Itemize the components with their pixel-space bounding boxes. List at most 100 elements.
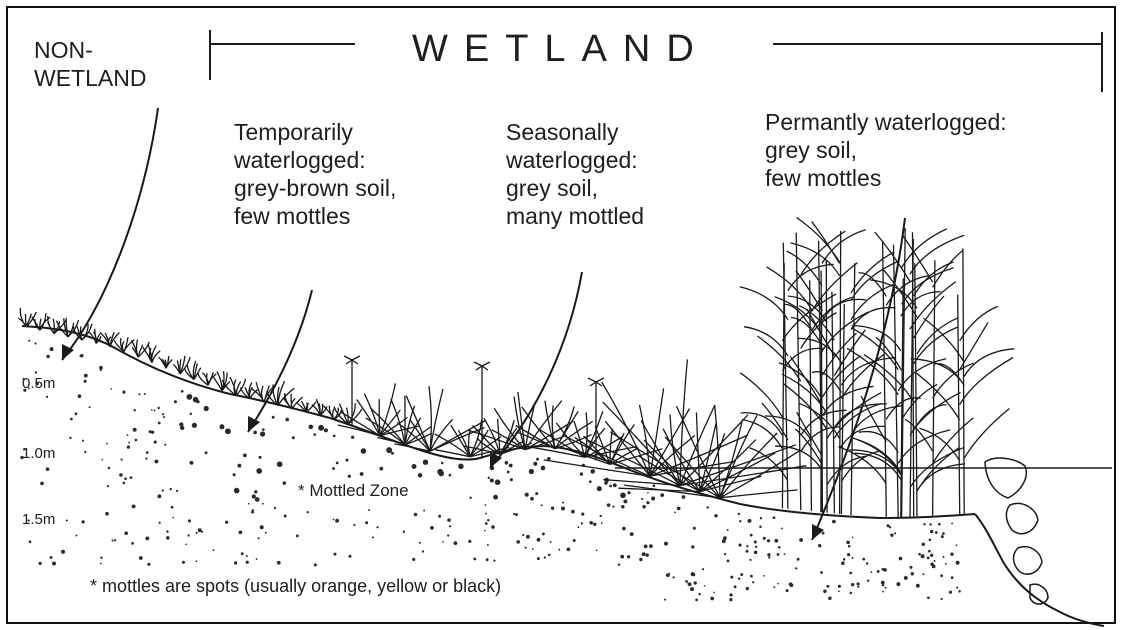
mottle-dot bbox=[739, 520, 741, 522]
mottle-dot bbox=[929, 539, 932, 542]
mottle-dot bbox=[942, 556, 944, 558]
mottle-dot bbox=[162, 413, 164, 415]
mottle-dot bbox=[843, 558, 846, 561]
mottle-dot bbox=[820, 571, 823, 574]
mottle-dot bbox=[691, 572, 695, 576]
mottle-dot bbox=[922, 573, 924, 575]
mottle-dot bbox=[108, 467, 111, 470]
mottle-dot bbox=[196, 532, 198, 534]
mottle-dot bbox=[50, 556, 53, 559]
mottle-dot bbox=[234, 561, 237, 564]
mottle-dot bbox=[491, 525, 495, 529]
mottle-dot bbox=[781, 528, 783, 530]
mottle-dot bbox=[285, 418, 289, 422]
mottle-dot bbox=[495, 479, 501, 485]
mottle-dot bbox=[852, 537, 854, 539]
mottle-dot bbox=[154, 441, 157, 444]
mottle-dot bbox=[255, 497, 260, 502]
mottle-dot bbox=[101, 459, 103, 461]
mottle-dot bbox=[485, 522, 488, 525]
mottle-dot bbox=[372, 536, 374, 538]
mottle-dot bbox=[841, 561, 845, 565]
mottle-dot bbox=[589, 480, 592, 483]
mottle-dot bbox=[571, 510, 575, 514]
mottle-dot bbox=[641, 498, 643, 500]
mottle-dot bbox=[153, 409, 155, 411]
mottle-dot bbox=[170, 488, 172, 490]
mottle-dot bbox=[729, 598, 732, 601]
mottle-dot bbox=[928, 550, 931, 553]
mottle-dot bbox=[642, 505, 646, 509]
mottle-dot bbox=[887, 524, 890, 527]
mottle-dot bbox=[890, 534, 893, 537]
mottle-dot bbox=[179, 422, 183, 426]
reed-plant bbox=[775, 271, 873, 513]
mottle-dot bbox=[541, 466, 546, 471]
mottle-dot bbox=[349, 555, 352, 558]
mottle-dot bbox=[777, 553, 780, 556]
mottle-dot bbox=[778, 546, 781, 549]
mottle-dot bbox=[412, 464, 417, 469]
mottle-dot bbox=[493, 495, 498, 500]
mottle-dot bbox=[181, 390, 184, 393]
mottle-dot bbox=[414, 513, 418, 517]
mottle-dot bbox=[927, 557, 930, 560]
mottle-dot bbox=[866, 562, 868, 564]
depth-label-1-5: 1.5m bbox=[22, 511, 55, 529]
mottle-dot bbox=[130, 476, 133, 479]
mottle-dot bbox=[777, 583, 779, 585]
mottle-dot bbox=[81, 520, 84, 523]
mottle-dot bbox=[871, 571, 873, 573]
mottle-dot bbox=[507, 471, 510, 474]
mottle-dot bbox=[419, 542, 421, 544]
mottle-dot bbox=[613, 483, 617, 487]
mottle-dot bbox=[862, 558, 865, 561]
mottle-dot bbox=[254, 490, 257, 493]
mottle-dot bbox=[918, 553, 921, 556]
mottle-dot bbox=[187, 534, 189, 536]
mottle-dot bbox=[822, 532, 825, 535]
mottle-dot bbox=[548, 554, 551, 557]
mottle-dot bbox=[647, 492, 649, 494]
mottle-dot bbox=[50, 347, 54, 351]
mottle-dot bbox=[730, 593, 733, 596]
mottle-dot bbox=[690, 587, 694, 591]
mottle-dot bbox=[114, 539, 116, 541]
mottle-dot bbox=[262, 503, 264, 505]
mottle-dot bbox=[182, 561, 185, 564]
mottle-dot bbox=[274, 507, 276, 509]
mottle-dot bbox=[205, 451, 208, 454]
mottle-dot bbox=[754, 551, 758, 555]
mottle-dot bbox=[510, 478, 513, 481]
mottle-dot bbox=[630, 532, 634, 536]
mottle-dot bbox=[848, 545, 851, 548]
mottle-dot bbox=[127, 445, 130, 448]
mottle-dot bbox=[253, 431, 257, 435]
mottle-dot bbox=[313, 433, 316, 436]
mottle-dot bbox=[621, 505, 624, 508]
mottle-dot bbox=[706, 506, 708, 508]
vegetation-reeds bbox=[740, 218, 1015, 518]
mottle-dot bbox=[135, 439, 138, 442]
seasonal-zone-label: Seasonally waterlogged: grey soil, many … bbox=[506, 118, 644, 230]
mottle-dot bbox=[922, 543, 925, 546]
mottle-dot bbox=[84, 451, 86, 453]
mottle-dot bbox=[423, 460, 428, 465]
mottle-dot bbox=[951, 522, 953, 524]
mottle-dot bbox=[773, 516, 776, 519]
mottle-dot bbox=[932, 565, 936, 569]
grass-tuft bbox=[18, 308, 36, 327]
mottle-dot bbox=[930, 554, 933, 557]
mottle-dot bbox=[134, 409, 136, 411]
mottle-dot bbox=[763, 537, 766, 540]
mottle-dot bbox=[589, 521, 593, 525]
grass-tuft bbox=[338, 383, 419, 435]
mottle-dot bbox=[797, 558, 800, 561]
mottle-dot bbox=[262, 428, 265, 431]
mottle-dot bbox=[196, 560, 198, 562]
mottle-dot bbox=[927, 596, 930, 599]
mottled-zone-label: * Mottled Zone bbox=[298, 481, 409, 502]
mottle-dot bbox=[283, 481, 287, 485]
wetland-title: WETLAND bbox=[412, 26, 710, 72]
mottle-dot bbox=[851, 583, 854, 586]
